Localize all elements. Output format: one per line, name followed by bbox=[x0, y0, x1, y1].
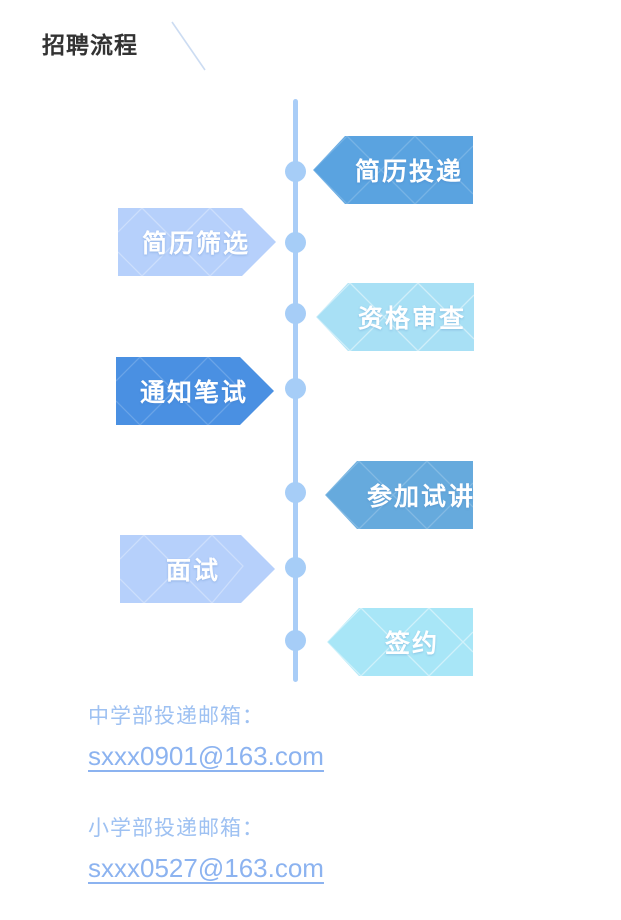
chevron-shape bbox=[118, 208, 276, 276]
timeline-dot bbox=[285, 557, 306, 578]
timeline-dot bbox=[285, 232, 306, 253]
contact-primary-school: 小学部投递邮箱： sxxx0527@163.com bbox=[88, 812, 324, 884]
step-label: 资格审查 bbox=[358, 305, 467, 333]
contact-middle-school: 中学部投递邮箱： sxxx0901@163.com bbox=[88, 700, 324, 772]
timeline-dot bbox=[285, 378, 306, 399]
chevron-shape bbox=[325, 461, 473, 529]
process-step-resume-screening[interactable]: 简历筛选 bbox=[118, 208, 276, 276]
timeline-dot bbox=[285, 161, 306, 182]
timeline-dot bbox=[285, 630, 306, 651]
chevron-shape bbox=[313, 136, 473, 204]
step-label: 简历筛选 bbox=[142, 230, 251, 258]
process-step-written-exam-notice[interactable]: 通知笔试 bbox=[116, 357, 274, 425]
contact-label: 中学部投递邮箱： bbox=[88, 705, 264, 728]
step-label: 参加试讲 bbox=[367, 483, 476, 511]
chevron-shape bbox=[327, 608, 473, 676]
process-step-interview[interactable]: 面试 bbox=[120, 535, 275, 603]
process-step-qualification-review[interactable]: 资格审查 bbox=[316, 283, 474, 351]
chevron-shape bbox=[120, 535, 275, 603]
timeline-dot bbox=[285, 482, 306, 503]
timeline-dot bbox=[285, 303, 306, 324]
step-label: 通知笔试 bbox=[140, 379, 249, 407]
step-label: 面试 bbox=[166, 557, 221, 585]
contact-email-link[interactable]: sxxx0901@163.com bbox=[88, 741, 324, 771]
page-header: 招聘流程 bbox=[0, 0, 621, 90]
chevron-shape bbox=[116, 357, 274, 425]
process-step-resume-submission[interactable]: 简历投递 bbox=[313, 136, 473, 204]
step-label: 签约 bbox=[385, 630, 440, 658]
step-label: 简历投递 bbox=[355, 158, 464, 186]
process-step-sign-contract[interactable]: 签约 bbox=[327, 608, 473, 676]
contact-email-link[interactable]: sxxx0527@163.com bbox=[88, 853, 324, 883]
chevron-shape bbox=[316, 283, 474, 351]
process-step-demo-lesson[interactable]: 参加试讲 bbox=[325, 461, 473, 529]
contact-label: 小学部投递邮箱： bbox=[88, 817, 264, 840]
page-title: 招聘流程 bbox=[42, 32, 138, 58]
